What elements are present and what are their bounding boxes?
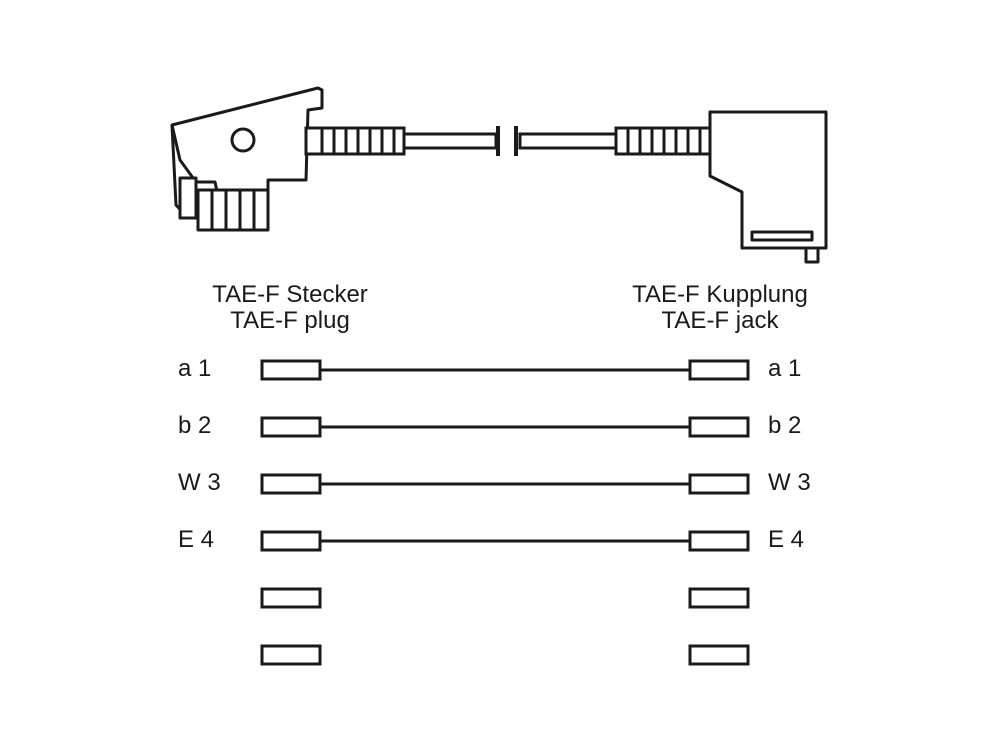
jack-header: TAE-F Kupplung TAE-F jack — [608, 282, 832, 334]
pin-row — [260, 644, 750, 666]
plug-pin-label: b 2 — [178, 412, 212, 439]
plug-pin-label: E 4 — [178, 526, 215, 553]
jack-contact — [688, 416, 750, 438]
plug-title-en: TAE-F plug — [230, 307, 350, 334]
tae-f-jack-drawing — [708, 110, 828, 264]
jack-pin-label: W 3 — [768, 469, 811, 496]
plug-contact — [260, 416, 322, 438]
jack-contact — [688, 644, 750, 666]
plug-pin-label: a 1 — [178, 355, 212, 382]
plug-contact — [260, 644, 322, 666]
pin-rows — [260, 359, 750, 666]
tae-f-plug-drawing — [170, 86, 324, 232]
pin-row — [260, 359, 750, 381]
pin-row — [260, 587, 750, 609]
plug-strain-relief — [304, 126, 406, 156]
jack-pin-label: a 1 — [768, 355, 802, 382]
plug-title-de: TAE-F Stecker — [212, 281, 368, 308]
jack-pin-label: b 2 — [768, 412, 802, 439]
jack-pin-label: E 4 — [768, 526, 805, 553]
jack-strain-relief — [614, 126, 712, 156]
pin-row — [260, 416, 750, 438]
jack-title-de: TAE-F Kupplung — [632, 281, 808, 308]
cable-left-segment — [402, 126, 500, 156]
plug-contact — [260, 359, 322, 381]
cable-right-segment — [514, 126, 618, 156]
pin-row — [260, 473, 750, 495]
plug-header: TAE-F Stecker TAE-F plug — [190, 282, 390, 334]
jack-title-en: TAE-F jack — [661, 307, 779, 334]
pin-row — [260, 530, 750, 552]
plug-contact — [260, 473, 322, 495]
plug-pin-label: W 3 — [178, 469, 221, 496]
plug-contact — [260, 530, 322, 552]
plug-contact — [260, 587, 322, 609]
jack-contact — [688, 473, 750, 495]
jack-contact — [688, 359, 750, 381]
jack-contact — [688, 530, 750, 552]
jack-contact — [688, 587, 750, 609]
